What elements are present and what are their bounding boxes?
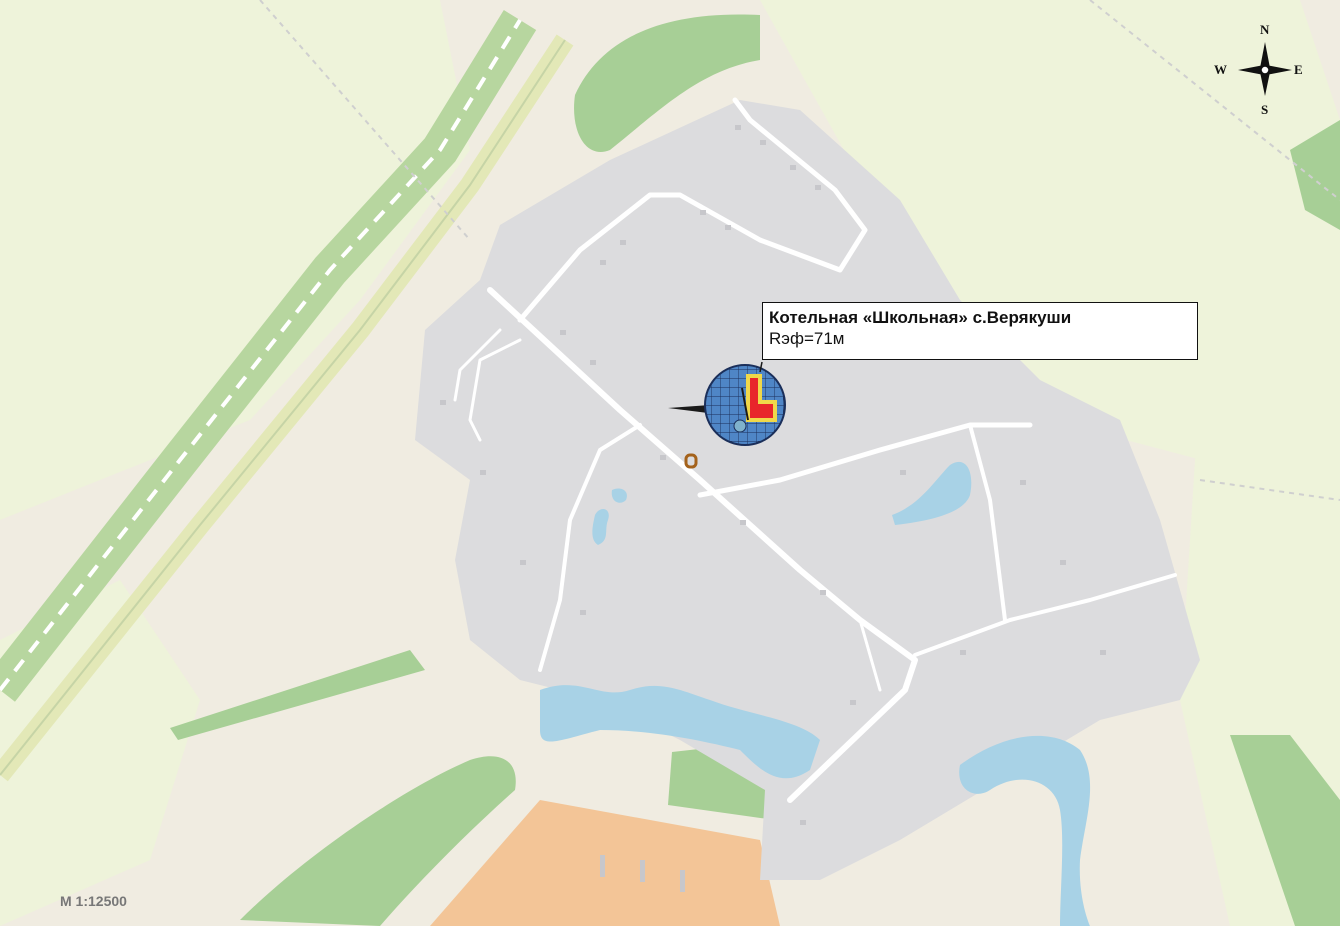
track [259,0,471,241]
track [1089,0,1340,201]
callout-radius: Rэф=71м [769,329,845,348]
forest-area [574,14,760,152]
field-area [0,0,470,520]
street-network [453,97,1177,803]
water-area [611,488,627,503]
forest-area [1290,120,1340,230]
compass-rose-icon [1238,42,1292,96]
compass-east-label: E [1294,62,1303,77]
compass-west-label: W [1214,62,1227,77]
settlement-area [415,100,1200,880]
railway-line [0,18,522,692]
water-area [540,685,820,779]
forest-area [1230,735,1340,926]
compass-labels: N S E W [1208,22,1304,122]
compass-south-label: S [1261,102,1269,117]
small-structure [684,453,698,469]
forest-area [240,756,516,926]
water-area [892,461,972,525]
buildings [440,125,1106,892]
boiler-house-marker-icon[interactable] [668,361,786,446]
water-area [592,508,609,545]
map-scale-label: М 1:12500 [60,893,127,909]
callout-title: Котельная «Школьная» с.Верякуши [769,308,1072,327]
compass-north-label: N [1260,22,1270,37]
highway-edge [0,39,566,776]
forest-area [170,650,425,740]
water-area [959,735,1091,926]
track [1199,479,1340,501]
boiler-house-callout: Котельная «Школьная» с.Верякуши Rэф=71м [762,302,1198,360]
field-area [0,580,200,926]
